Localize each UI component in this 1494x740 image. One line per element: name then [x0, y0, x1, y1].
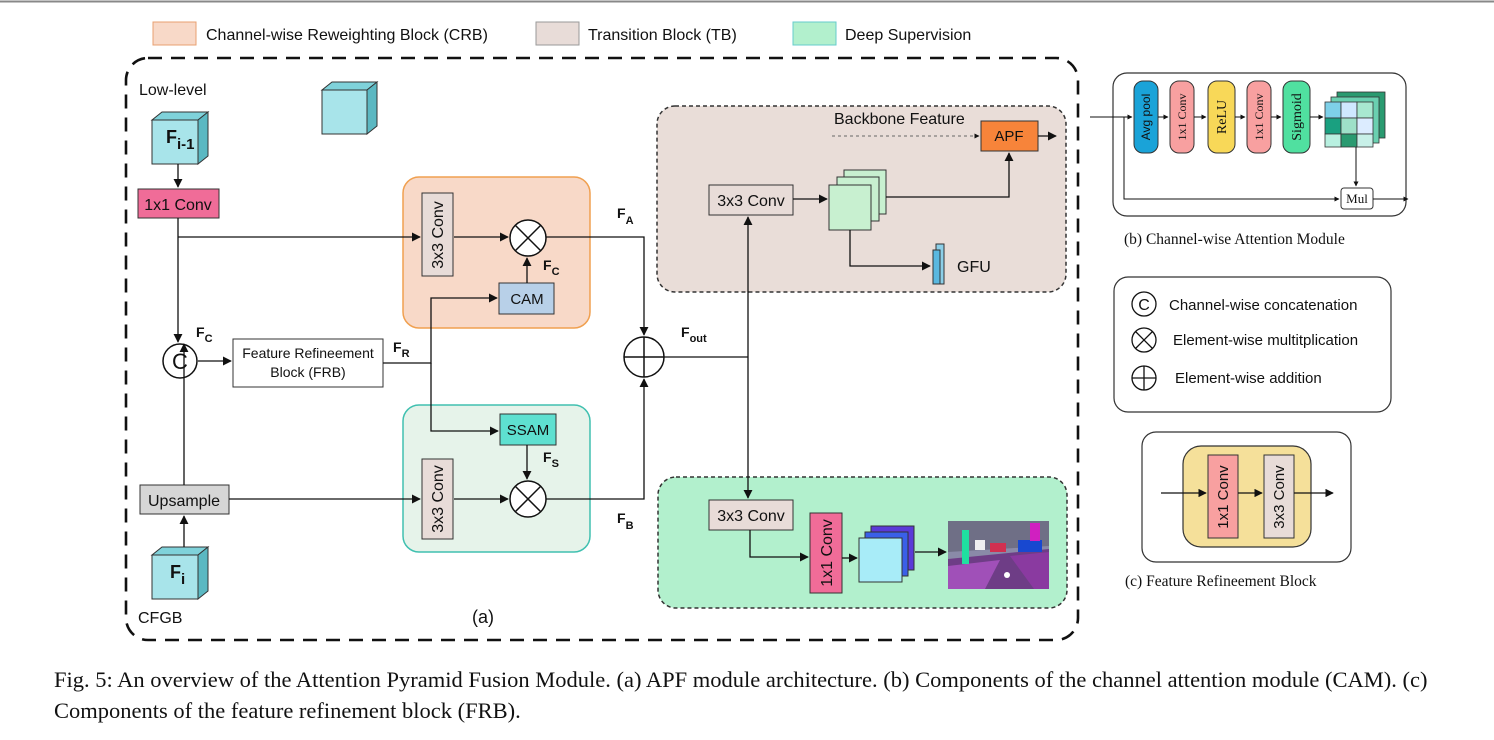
- cam-conv-a-label: 1x1 Conv: [1175, 93, 1189, 140]
- concat-legend-glyph: C: [1138, 297, 1150, 314]
- legend: Channel-wise Reweighting Block (CRB) Tra…: [152, 21, 971, 46]
- legend-tb-label: Transition Block (TB): [588, 27, 737, 44]
- legend-ds-label: Deep Supervision: [845, 27, 971, 44]
- ds-conv3-label: 3x3 Conv: [717, 508, 785, 525]
- fb-conv-label: 3x3 Conv: [430, 465, 447, 533]
- concat-symbol: C: [172, 349, 188, 374]
- fs-label: FS: [543, 449, 559, 470]
- tb-conv-block: [708, 184, 794, 216]
- fi-label: Fi: [170, 562, 185, 588]
- cam-connectors: [1090, 114, 1409, 202]
- fc-cam-label: FC: [543, 257, 560, 278]
- upsample-label: Upsample: [148, 493, 220, 510]
- apf-module-frame: [124, 56, 1080, 642]
- frb-line2: Block (FRB): [270, 364, 345, 380]
- apf-diagram: Channel-wise Reweighting Block (CRB) Tra…: [0, 0, 1494, 642]
- legend-crb-swatch: [152, 21, 197, 46]
- ds-conv1-block: [809, 512, 843, 594]
- frb-module-caption: (c) Feature Refineement Block: [1125, 573, 1317, 590]
- fb-conv-block: [421, 458, 454, 540]
- mult-legend-icon: [1131, 327, 1157, 353]
- fi-minus-1-label: Fi-1: [166, 127, 195, 153]
- cam-block: [498, 282, 555, 315]
- feature-fi-minus-1-cube: Fi-1: [150, 110, 210, 166]
- conv1x1-block: [137, 188, 220, 219]
- low-level-label: Low-level: [139, 82, 207, 99]
- apf-block: [980, 120, 1039, 152]
- gfu-label: GFU: [957, 259, 991, 276]
- ds-conv3-block: [708, 499, 794, 531]
- tb-conv-label: 3x3 Conv: [717, 193, 785, 210]
- apf-label: APF: [994, 128, 1023, 145]
- conv1x1-label: 1x1 Conv: [144, 197, 212, 214]
- gfu-feature: [932, 243, 945, 285]
- cam-module-caption: (b) Channel-wise Attention Module: [1124, 231, 1345, 248]
- fb-label: FB: [617, 510, 634, 532]
- cam-relu-label: ReLU: [1215, 100, 1230, 134]
- figure-caption: Fig. 5: An overview of the Attention Pyr…: [54, 667, 1428, 723]
- frb-line1: Feature Refineement: [242, 345, 374, 361]
- add-legend-label: Element-wise addition: [1175, 370, 1322, 387]
- mult-legend-label: Element-wise multitplication: [1173, 332, 1358, 349]
- cam-avgpool-label: Avg pool: [1139, 94, 1153, 140]
- cam-attention-grid: [1324, 91, 1386, 148]
- concat-legend-icon: [1131, 291, 1157, 317]
- segmentation-output-image: [948, 521, 1049, 589]
- feature-fi-cube: Fi: [150, 545, 210, 601]
- frb-conv3-block: [1263, 454, 1295, 539]
- ssam-label: SSAM: [507, 422, 550, 439]
- legend-tb-swatch: [535, 21, 580, 46]
- cfgb-label: CFGB: [138, 610, 182, 627]
- ssam-block: [499, 413, 557, 446]
- ds-feature-stack: [858, 525, 915, 583]
- panel-a-label: (a): [472, 607, 494, 627]
- crb-conv-block: [421, 192, 454, 277]
- fr-label: FR: [393, 339, 410, 360]
- frb-block: [232, 338, 384, 388]
- frb-conv1-block: [1207, 454, 1239, 539]
- add-legend-icon: [1131, 365, 1157, 391]
- concat-legend-label: Channel-wise concatenation: [1169, 297, 1357, 314]
- connectors: [173, 131, 1057, 563]
- fa-label: FA: [617, 205, 634, 227]
- crb-conv-label: 3x3 Conv: [430, 201, 447, 269]
- cube-icon: [320, 80, 379, 136]
- symbol-legend-frame: [1113, 276, 1392, 413]
- frb-conv3-label: 3x3 Conv: [1271, 465, 1288, 529]
- cam-label: CAM: [510, 291, 543, 308]
- fc-left-label: FC: [196, 324, 213, 345]
- backbone-feature-label: Backbone Feature: [834, 111, 965, 128]
- fout-label: Fout: [681, 324, 707, 345]
- legend-crb-label: Channel-wise Reweighting Block (CRB): [206, 27, 488, 44]
- ds-conv1-label: 1x1 Conv: [819, 519, 836, 587]
- cam-conv-b-label: 1x1 Conv: [1252, 93, 1266, 140]
- tb-feature-stack: [828, 169, 887, 231]
- cam-mul-label: Mul: [1346, 191, 1368, 206]
- legend-ds-swatch: [792, 21, 837, 46]
- frb-conv1-label: 1x1 Conv: [1215, 465, 1232, 529]
- cam-sigmoid-label: Sigmoid: [1290, 93, 1305, 140]
